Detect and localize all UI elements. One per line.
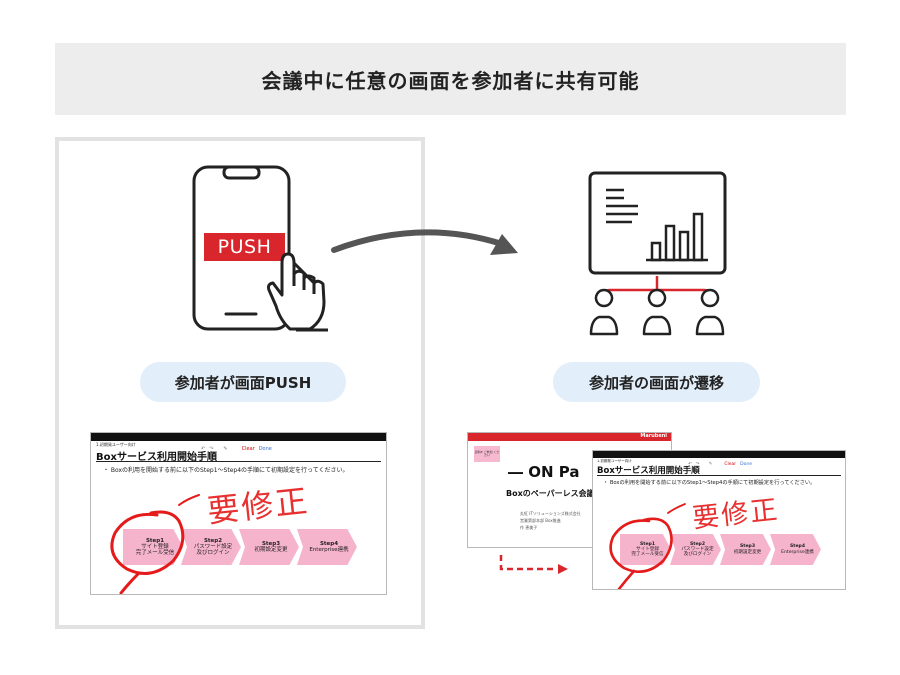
handwritten-circle-annotation-right xyxy=(609,503,686,589)
slide-rule-right xyxy=(597,475,841,476)
clear-button[interactable]: Clear xyxy=(724,462,737,467)
cover-meta-2: 営業第部本部 Box推進 xyxy=(520,518,561,523)
slide-title-right: Boxサービス利用開始手順 xyxy=(597,466,700,476)
slide-topbar xyxy=(91,433,386,441)
clear-button[interactable]: Clear xyxy=(241,446,255,452)
slide-topbar-right xyxy=(593,451,845,458)
slide-bullet-right: ・ Boxの利用を開始する前に以下のStep1～Step4の手順にて初期設定を行… xyxy=(603,480,816,486)
slide-breadcrumb-right: 1.初期発ユーザー向け xyxy=(597,459,632,463)
cover-topbar xyxy=(468,433,671,441)
slide-rule xyxy=(96,461,381,462)
annotation-toolbar-right: ↶ ↷ ✎ Clear Done xyxy=(688,462,752,467)
slide-breadcrumb: 1.初期発ユーザー向け xyxy=(96,442,136,447)
slide-bullet: ・ Boxの利用を開始する前に以下のStep1～Step4の手順にて初期設定を行… xyxy=(103,467,349,474)
step3-chevron: Step3 初期設定変更 xyxy=(239,529,299,565)
step4-chevron: Step4 Enterprise連携 xyxy=(297,529,357,565)
participants-icon xyxy=(589,276,725,336)
cover-subtitle: Boxのペーパーレス会議の xyxy=(506,489,603,498)
page-title: 会議中に任意の画面を参加者に共有可能 xyxy=(261,68,640,93)
cover-badge: 資料E ご参加 ください xyxy=(474,446,500,462)
done-button[interactable]: Done xyxy=(258,446,272,452)
done-button[interactable]: Done xyxy=(740,462,752,467)
step3-chevron-right: Step3 初期設定変更 xyxy=(720,534,771,565)
push-button xyxy=(204,233,285,261)
step2-chevron-right: Step2 パスワード設定 及びログイン xyxy=(670,534,721,565)
slide-thumbnail-left: 1.初期発ユーザー向け Boxサービス利用開始手順 ↶ ↷ ✎ Clear Do… xyxy=(90,432,387,595)
redo-icon[interactable]: ↷ xyxy=(695,462,700,467)
redo-icon[interactable]: ↷ xyxy=(209,446,214,452)
cover-meta-3: 作 恵美子 xyxy=(520,525,538,530)
shared-screen-icon xyxy=(588,171,727,275)
cover-logo: Marubeni xyxy=(640,433,667,439)
undo-icon[interactable]: ↶ xyxy=(688,462,692,467)
push-button-label: PUSH xyxy=(217,236,272,258)
step1-chevron: Step1 サイト登録 完了メール受信 xyxy=(123,529,183,565)
step2-chevron: Step2 パスワード設定 及びログイン xyxy=(181,529,241,565)
header-bar: 会議中に任意の画面を参加者に共有可能 xyxy=(55,43,846,115)
transition-arrow-icon xyxy=(331,229,518,255)
phone-push-icon xyxy=(192,165,328,332)
slide-thumbnail-right: 1.初期発ユーザー向け Boxサービス利用開始手順 ↶ ↷ ✎ Clear Do… xyxy=(592,450,846,590)
handwritten-circle-annotation xyxy=(110,494,200,594)
slide-title: Boxサービス利用開始手順 xyxy=(96,452,217,463)
pen-icon[interactable]: ✎ xyxy=(708,462,713,467)
participant-push-label: 参加者が画面PUSH xyxy=(140,362,346,402)
annotation-toolbar: ↶ ↷ ✎ Clear Done xyxy=(201,446,272,452)
pen-icon[interactable]: ✎ xyxy=(223,446,228,452)
undo-icon[interactable]: ↶ xyxy=(201,446,206,452)
participant-transition-label: 参加者の画面が遷移 xyxy=(553,362,760,402)
cover-title: ― ON Pa xyxy=(508,463,580,481)
dashed-transition-arrow-icon xyxy=(499,555,568,574)
step4-chevron-right: Step4 Enterprise連携 xyxy=(770,534,821,565)
cover-meta-1: 丸紅 ITソリューションズ株式会社 xyxy=(520,511,581,516)
